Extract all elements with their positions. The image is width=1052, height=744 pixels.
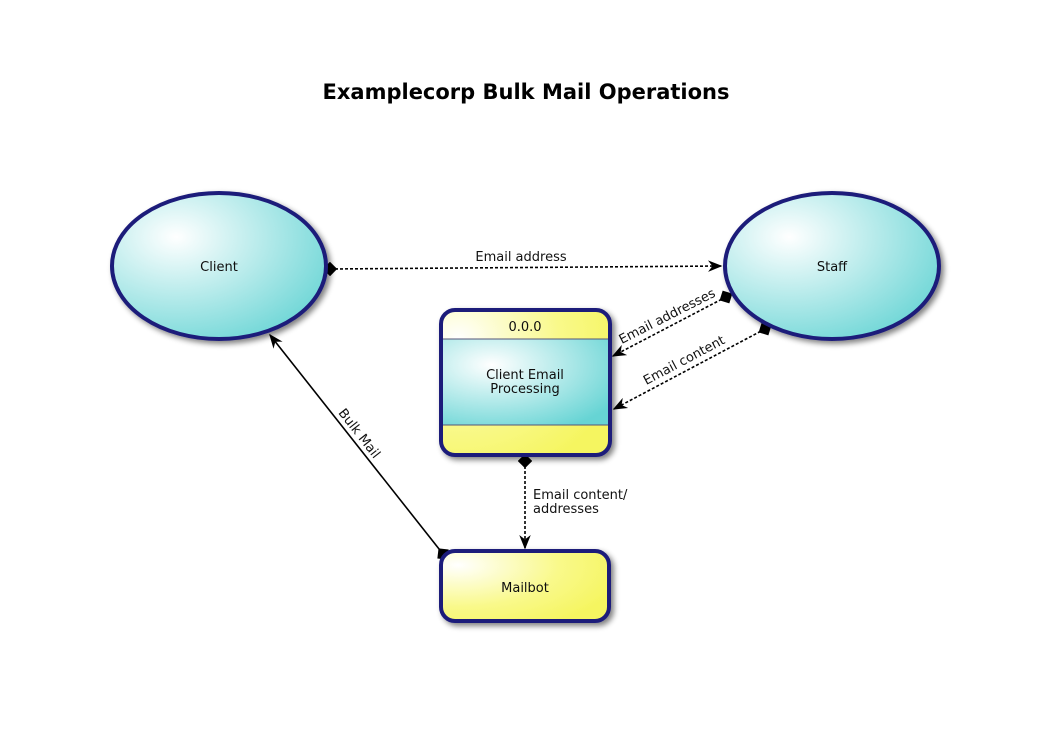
node-process-id: 0.0.0 [508, 320, 541, 335]
edge-label-bulk-mail: Bulk Mail [335, 406, 383, 462]
node-mailbot[interactable]: Mailbot [439, 549, 611, 623]
edge-staff-process-content: Email content [612, 322, 772, 410]
node-process-label-2: Processing [490, 382, 559, 397]
node-staff[interactable]: Staff [723, 191, 941, 341]
node-process[interactable]: 0.0.0 Client Email Processing [439, 308, 612, 457]
edge-label-email-addresses: Email addresses [617, 286, 718, 348]
edge-label-email-address: Email address [475, 250, 567, 265]
node-client-label: Client [200, 260, 238, 275]
node-mailbot-label: Mailbot [501, 581, 549, 596]
node-process-label-1: Client Email [486, 368, 564, 383]
node-staff-label: Staff [817, 260, 848, 275]
edge-label-email-content: Email content [641, 333, 727, 388]
diagram-title: Examplecorp Bulk Mail Operations [323, 80, 730, 104]
edge-label-content-addresses-1: Email content/ [533, 488, 628, 503]
edge-mailbot-client: Bulk Mail [269, 333, 449, 560]
edge-label-content-addresses-2: addresses [533, 502, 599, 517]
edge-client-staff: Email address [322, 250, 723, 277]
node-client[interactable]: Client [110, 191, 328, 341]
edge-process-mailbot: Email content/ addresses [517, 453, 628, 550]
